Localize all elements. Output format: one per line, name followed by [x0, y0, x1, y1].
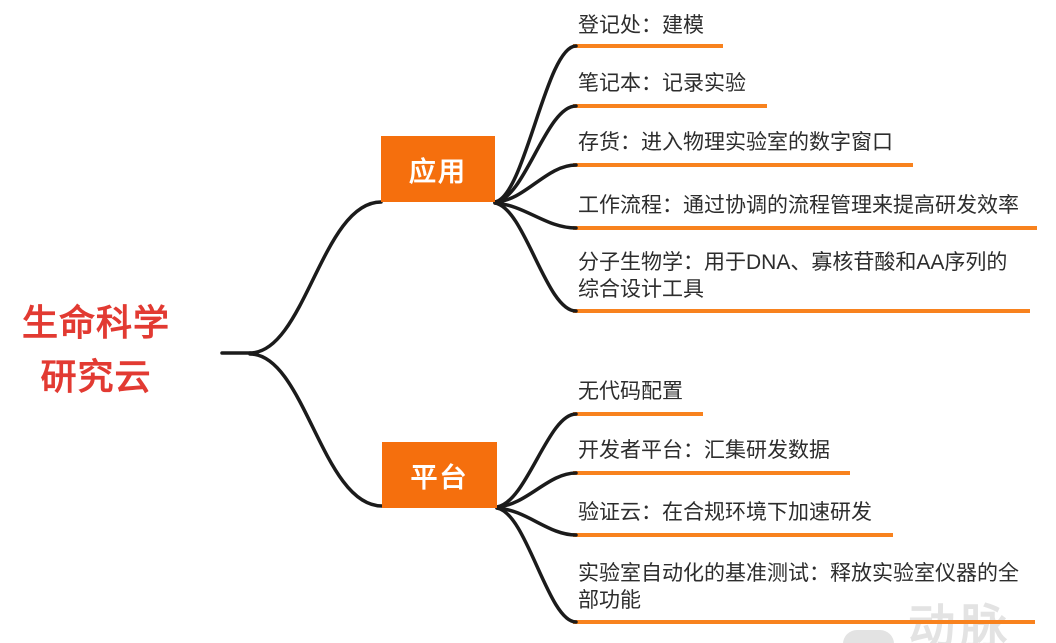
leaf-validation-cloud[interactable]: 验证云：在合规环境下加速研发	[578, 499, 872, 526]
leaf-underline	[573, 104, 767, 108]
leaf-notebook[interactable]: 笔记本：记录实验	[578, 70, 746, 97]
branch-node-applications[interactable]: 应用	[381, 136, 495, 202]
branch-label: 平台	[410, 462, 469, 493]
leaf-underline	[573, 226, 1037, 230]
connector-app-notebook	[493, 104, 578, 204]
leaf-text: 部功能	[578, 589, 641, 612]
leaf-underline	[573, 471, 850, 475]
leaf-underline	[573, 620, 1035, 624]
leaf-text: 无代码配置	[578, 380, 683, 403]
leaf-text: 开发者平台：汇集研发数据	[578, 439, 830, 462]
leaf-text: 分子生物学：用于DNA、寡核苷酸和AA序列的	[578, 251, 1008, 274]
leaf-text: 笔记本：记录实验	[578, 72, 746, 95]
leaf-molecular-biology[interactable]: 分子生物学：用于DNA、寡核苷酸和AA序列的 综合设计工具	[578, 249, 1007, 303]
leaf-text: 验证云：在合规环境下加速研发	[578, 501, 872, 524]
leaf-underline	[573, 533, 893, 537]
leaf-underline	[573, 44, 723, 48]
branch-label: 应用	[409, 156, 467, 187]
connector-app-molecular	[493, 201, 578, 313]
vcbeat-logo-icon: VB	[843, 630, 895, 643]
leaf-text: 登记处：建模	[578, 14, 704, 37]
leaf-text: 实验室自动化的基准测试：释放实验室仪器的全	[578, 562, 1019, 585]
leaf-text: 工作流程：通过协调的流程管理来提高研发效率	[578, 194, 1019, 217]
connector-platform-nocode	[495, 412, 578, 509]
root-label-line2: 研究云	[40, 356, 152, 397]
leaf-text: 综合设计工具	[578, 278, 704, 301]
leaf-workflow[interactable]: 工作流程：通过协调的流程管理来提高研发效率	[578, 192, 1019, 219]
leaf-developer-platform[interactable]: 开发者平台：汇集研发数据	[578, 437, 830, 464]
leaf-registry[interactable]: 登记处：建模	[578, 12, 704, 39]
connector-root-platform	[248, 352, 384, 508]
connector-platform-developer	[495, 471, 578, 509]
connector-platform-validation	[495, 506, 578, 537]
leaf-lab-automation[interactable]: 实验室自动化的基准测试：释放实验室仪器的全 部功能	[578, 560, 1019, 614]
connector-app-workflow	[493, 201, 578, 230]
leaf-underline	[573, 412, 703, 416]
leaf-underline	[573, 163, 913, 167]
root-node[interactable]: 生命科学 研究云	[0, 296, 192, 404]
root-label-line1: 生命科学	[21, 302, 170, 343]
leaf-inventory[interactable]: 存货：进入物理实验室的数字窗口	[578, 129, 893, 156]
watermark-badge-text: VB	[850, 642, 888, 643]
leaf-underline	[573, 309, 1030, 313]
branch-node-platform[interactable]: 平台	[382, 442, 497, 508]
connector-app-registry	[493, 44, 578, 204]
connector-platform-labauto	[495, 506, 578, 624]
connector-app-inventory	[493, 163, 578, 204]
connector-root-applications	[248, 200, 383, 355]
leaf-no-code-config[interactable]: 无代码配置	[578, 378, 683, 405]
leaf-text: 存货：进入物理实验室的数字窗口	[578, 131, 893, 154]
